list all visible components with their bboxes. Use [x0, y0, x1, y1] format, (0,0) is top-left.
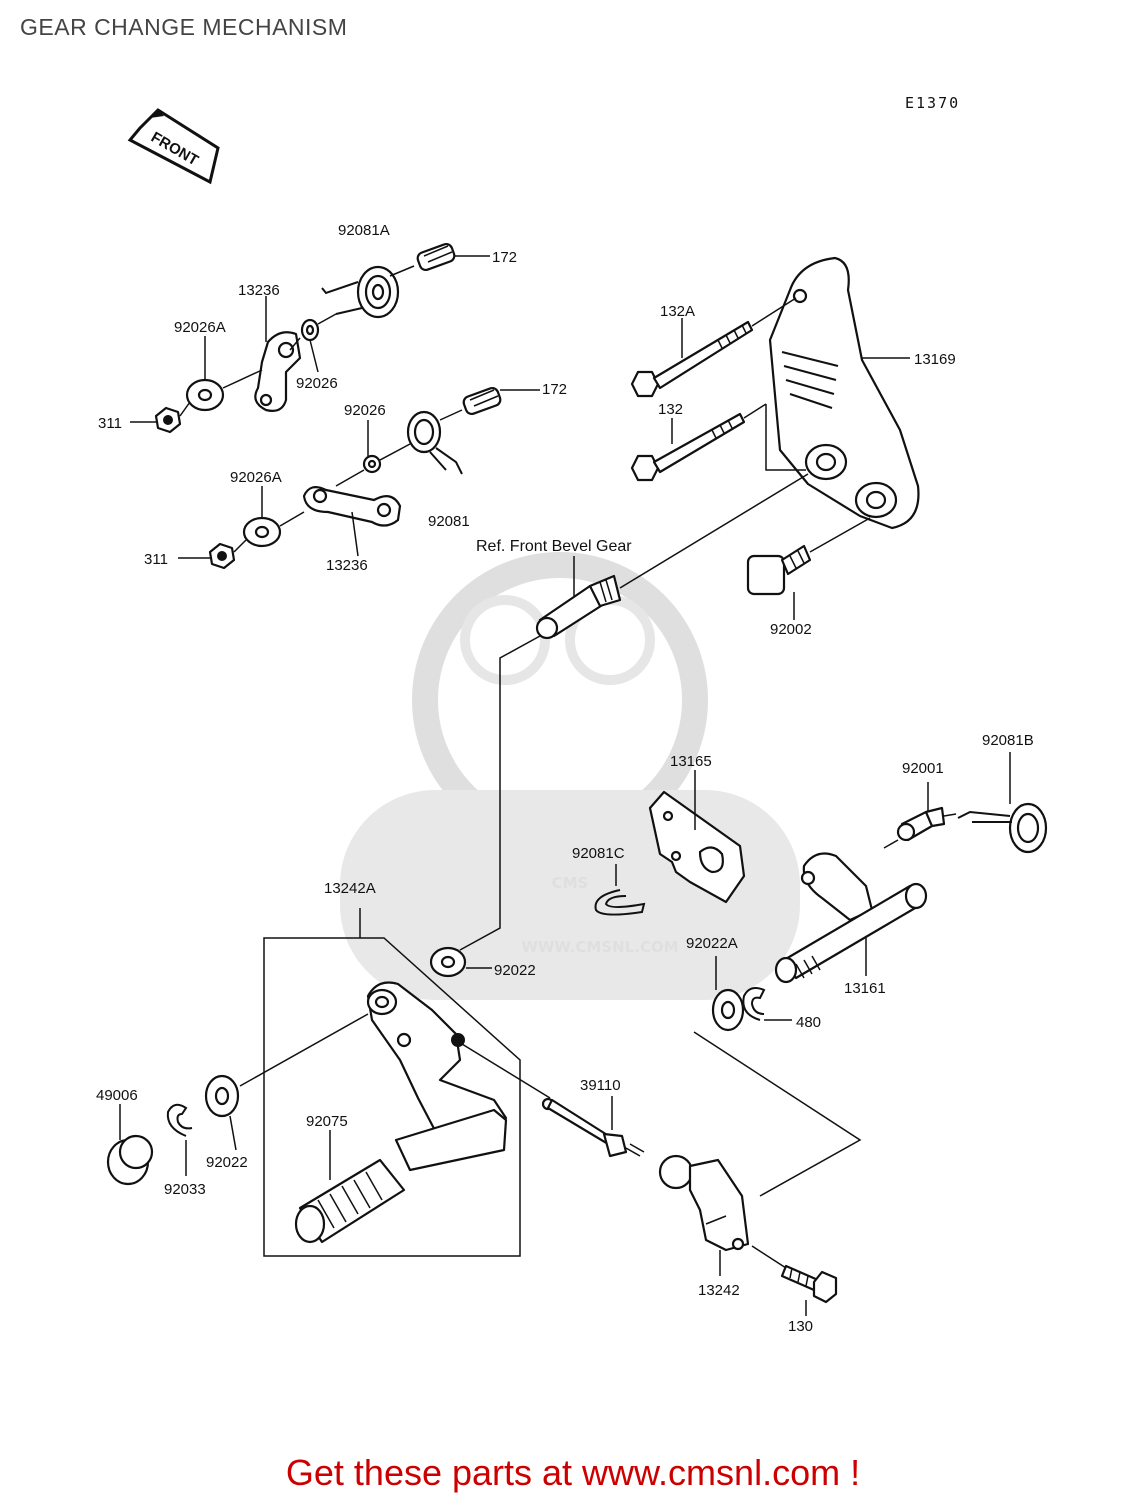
footpeg-92075-icon — [294, 1158, 406, 1244]
pin-172-b-icon — [462, 386, 502, 416]
label-172-a: 172 — [492, 249, 517, 266]
collar-92026A-b-icon — [242, 516, 282, 548]
washer-92026-a-icon — [300, 318, 320, 342]
joint-13242-icon — [658, 1154, 750, 1252]
label-92075: 92075 — [306, 1113, 348, 1130]
bolt-130-icon — [780, 1264, 838, 1304]
label-92001: 92001 — [902, 760, 944, 777]
label-13242A: 13242A — [324, 880, 376, 897]
label-92033: 92033 — [164, 1181, 206, 1198]
bolt-132-icon — [630, 412, 746, 482]
label-13169: 13169 — [914, 351, 956, 368]
spring-92081-icon — [406, 410, 463, 475]
spring-92081A-icon — [321, 265, 400, 319]
label-92002: 92002 — [770, 621, 812, 638]
plate-13165-icon — [648, 790, 746, 904]
label-13161: 13161 — [844, 980, 886, 997]
label-92026A-b: 92026A — [230, 469, 282, 486]
washer-92026-b-icon — [362, 454, 382, 474]
ref-note: Ref. Front Bevel Gear — [476, 538, 632, 555]
clip-92081C-icon — [594, 889, 646, 916]
footer-cta-link[interactable]: Get these parts at www.cmsnl.com ! — [285, 1452, 861, 1493]
spring-92081B-icon — [957, 802, 1048, 854]
front-arrow-icon: FRONT — [127, 108, 220, 185]
lever-13236-b-icon — [302, 485, 402, 527]
cap-49006-icon — [106, 1134, 154, 1186]
label-311-a: 311 — [98, 415, 122, 432]
collar-92026A-a-icon — [185, 378, 225, 412]
nut-311-b-icon — [208, 542, 236, 570]
label-49006: 49006 — [96, 1087, 138, 1104]
pin-92001-icon — [896, 806, 946, 842]
label-172-b: 172 — [542, 381, 567, 398]
shaft-13161-icon — [774, 852, 928, 984]
lever-13236-a-icon — [254, 331, 302, 412]
label-92081B: 92081B — [982, 732, 1034, 749]
bevel-gear-shaft-icon — [535, 574, 622, 640]
label-92081A: 92081A — [338, 222, 390, 239]
label-480: 480 — [796, 1014, 821, 1031]
bolt-132A-icon — [630, 320, 754, 398]
label-92026-b: 92026 — [344, 402, 386, 419]
watermark-logo-text: CMS — [552, 874, 589, 892]
circlip-480-icon — [742, 987, 766, 1021]
assembly-13242A-bracket — [263, 937, 521, 1257]
washer-92022A-icon — [711, 988, 745, 1032]
washer-92022-b-icon — [204, 1074, 240, 1118]
label-92022-a: 92022 — [494, 962, 536, 979]
washer-92022-a-icon — [429, 946, 467, 978]
tie-rod-39110-icon — [541, 1097, 645, 1158]
watermark-url-text: WWW.CMSNL.COM — [521, 938, 678, 956]
label-311-b: 311 — [144, 551, 168, 568]
diagram-code: E1370 — [905, 94, 960, 112]
pin-172-a-icon — [416, 242, 456, 272]
pedal-arm-icon — [366, 981, 508, 1172]
label-13236-a: 13236 — [238, 282, 280, 299]
label-92022-b: 92022 — [206, 1154, 248, 1171]
label-132: 132 — [658, 401, 683, 418]
label-92026-a: 92026 — [296, 375, 338, 392]
nut-311-a-icon — [154, 406, 182, 434]
label-39110: 39110 — [580, 1077, 621, 1094]
label-92026A-a: 92026A — [174, 319, 226, 336]
label-130: 130 — [788, 1318, 813, 1335]
circlip-92033-icon — [166, 1103, 193, 1137]
label-13242: 13242 — [698, 1282, 740, 1299]
label-92081C: 92081C — [572, 845, 625, 862]
label-13236-b: 13236 — [326, 557, 368, 574]
label-92081: 92081 — [428, 513, 470, 530]
bolt-92002-icon — [746, 544, 812, 596]
bracket-13169-icon — [768, 256, 920, 530]
label-92022A: 92022A — [686, 935, 738, 952]
label-132A: 132A — [660, 303, 695, 320]
page-title: GEAR CHANGE MECHANISM — [20, 14, 348, 40]
label-13165: 13165 — [670, 753, 712, 770]
